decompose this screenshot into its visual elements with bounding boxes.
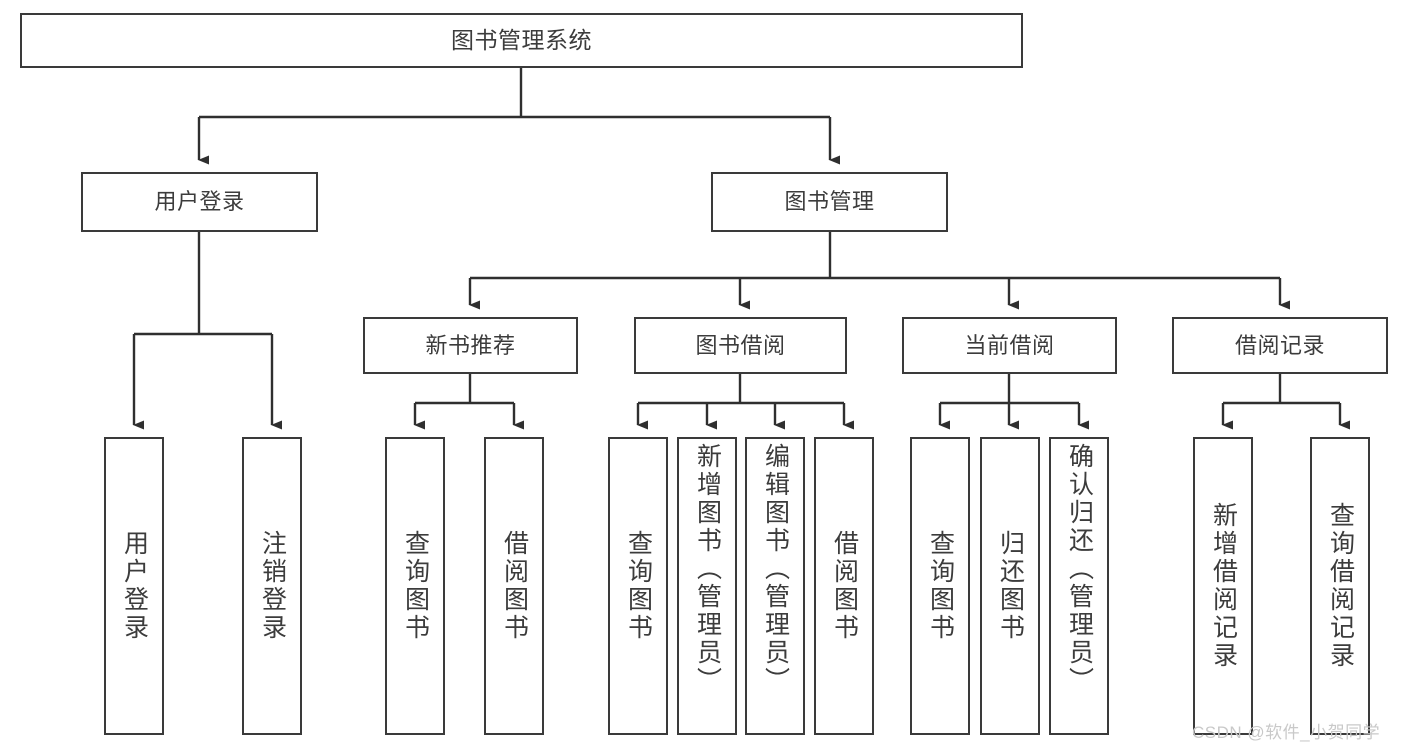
watermark-text: CSDN @软件_小贺同学	[1192, 723, 1381, 742]
node-label: 归还图书	[996, 530, 1025, 642]
node-label: 图书管理	[784, 189, 875, 215]
leaf-logout[interactable]: 注销登录	[242, 437, 302, 735]
leaf-query-book-current[interactable]: 查询图书	[910, 437, 970, 735]
leaf-edit-book-admin[interactable]: 编辑图书（管理员）	[745, 437, 805, 735]
node-label: 借阅图书	[500, 530, 529, 642]
node-user-login[interactable]: 用户登录	[81, 172, 318, 232]
node-new-book-recommendation[interactable]: 新书推荐	[363, 317, 578, 374]
leaf-user-login[interactable]: 用户登录	[104, 437, 164, 735]
node-label: 确认归还（管理员）	[1065, 443, 1094, 695]
leaf-borrow-book-borrowing[interactable]: 借阅图书	[814, 437, 874, 735]
node-label: 用户登录	[120, 530, 149, 642]
node-current-borrowing[interactable]: 当前借阅	[902, 317, 1117, 374]
leaf-add-book-admin[interactable]: 新增图书（管理员）	[677, 437, 737, 735]
node-label: 编辑图书（管理员）	[761, 443, 790, 695]
leaf-return-book[interactable]: 归还图书	[980, 437, 1040, 735]
node-label: 注销登录	[258, 530, 287, 642]
node-label: 借阅图书	[830, 530, 859, 642]
node-label: 图书借阅	[695, 332, 786, 358]
node-label: 图书管理系统	[451, 26, 592, 53]
node-label: 查询借阅记录	[1326, 502, 1355, 670]
node-book-management[interactable]: 图书管理	[711, 172, 948, 232]
leaf-query-book-newbook[interactable]: 查询图书	[385, 437, 445, 735]
node-book-borrowing[interactable]: 图书借阅	[634, 317, 847, 374]
node-borrowing-record[interactable]: 借阅记录	[1172, 317, 1388, 374]
node-root-system[interactable]: 图书管理系统	[20, 13, 1023, 68]
leaf-confirm-return-admin[interactable]: 确认归还（管理员）	[1049, 437, 1109, 735]
leaf-query-book-borrowing[interactable]: 查询图书	[608, 437, 668, 735]
node-label: 查询图书	[401, 530, 430, 642]
node-label: 用户登录	[154, 189, 245, 215]
node-label: 新增借阅记录	[1209, 502, 1238, 670]
leaf-borrow-book-newbook[interactable]: 借阅图书	[484, 437, 544, 735]
node-label: 新书推荐	[425, 332, 516, 358]
csdn-watermark: CSDN @软件_小贺同学	[1192, 718, 1380, 743]
leaf-query-borrow-record[interactable]: 查询借阅记录	[1310, 437, 1370, 735]
node-label: 新增图书（管理员）	[693, 443, 722, 695]
leaf-add-borrow-record[interactable]: 新增借阅记录	[1193, 437, 1253, 735]
node-label: 查询图书	[624, 530, 653, 642]
node-label: 查询图书	[926, 530, 955, 642]
node-label: 当前借阅	[964, 332, 1055, 358]
node-label: 借阅记录	[1234, 332, 1325, 358]
